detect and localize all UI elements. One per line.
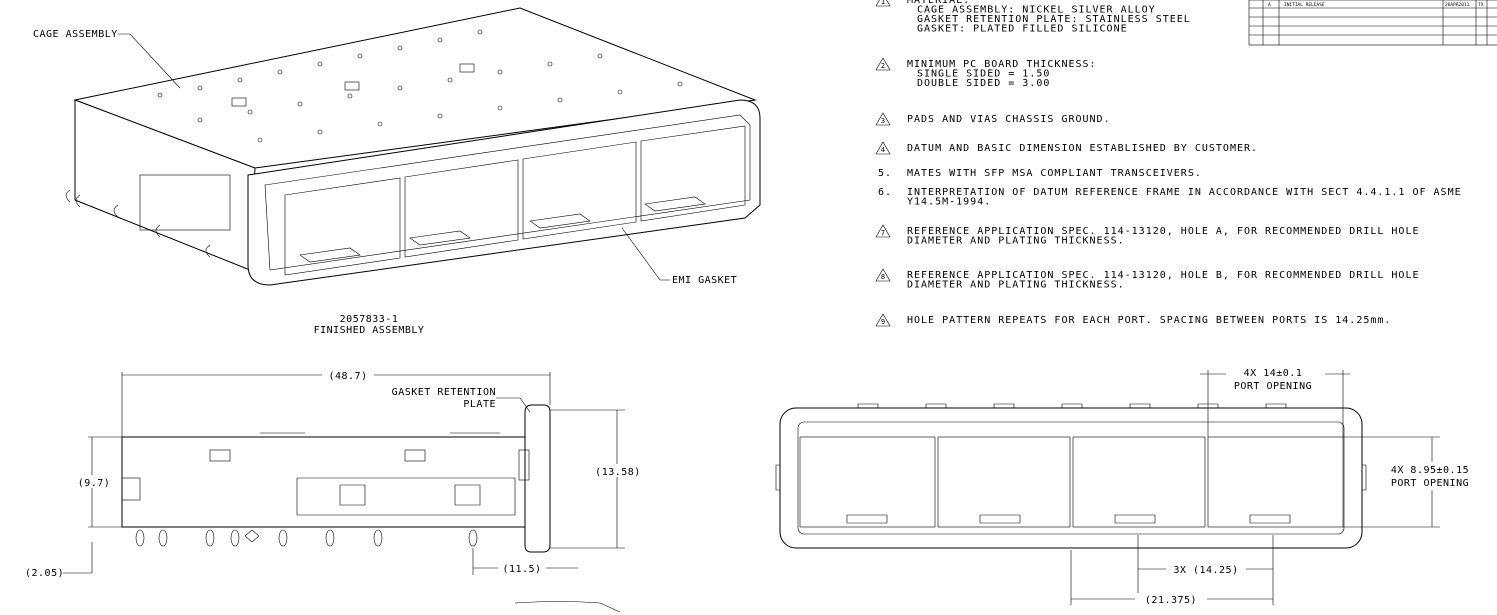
note-line: HOLE PATTERN REPEATS FOR EACH PORT. SPAC… [907, 315, 1391, 326]
note-line: PADS AND VIAS CHASSIS GROUND. [907, 114, 1111, 125]
cage-assembly-callout: CAGE ASSEMBLY [33, 29, 118, 40]
dim-spacing: 3X (14.25) [1173, 565, 1238, 576]
dim-center: (21.375) [1145, 595, 1197, 606]
side-gasket-plate [524, 404, 551, 553]
side-pins [135, 529, 478, 547]
note-line: DIAMETER AND PLATING THICKNESS. [907, 236, 1125, 247]
revision-letter: A [1268, 2, 1271, 8]
partial-view-edge [514, 601, 621, 613]
note-item: 4 DATUM AND BASIC DIMENSION ESTABLISHED B… [875, 141, 1258, 155]
pin-dim-leader [63, 542, 93, 574]
port-opening-1 [799, 436, 936, 528]
cage-front-face [247, 99, 761, 286]
part-number-label: 2057833-1 [340, 314, 399, 325]
note-number: 9 [881, 318, 885, 326]
note-item: 8 REFERENCE APPLICATION SPEC. 114-13120, … [875, 268, 1420, 291]
note-number: 1 [881, 0, 885, 6]
port-width-label: PORT OPENING [1234, 381, 1312, 392]
note-line: DIAMETER AND PLATING THICKNESS. [907, 280, 1125, 291]
isometric-view: CAGE ASSEMBLY EMI GASKET 2057833-1 FINIS… [33, 7, 761, 336]
side-view: (48.7) (9.7) (13.58) (2.05) (11.5) GASKE… [25, 368, 644, 613]
revision-initials: TX [1478, 2, 1484, 8]
note-line: DOUBLE SIDED = 3.00 [917, 78, 1050, 89]
dim-total-height: (13.58) [595, 467, 641, 478]
note-line: MATERIAL: [907, 0, 970, 6]
note-line: MINIMUM PC BOARD THICKNESS: [907, 59, 1097, 70]
note-number: 6. [878, 187, 892, 198]
note-line: GASKET RETENTION PLATE: STAINLESS STEEL [917, 14, 1191, 25]
note-line: CAGE ASSEMBLY: NICKEL SILVER ALLOY [917, 5, 1156, 16]
dim-pin: (2.05) [25, 568, 64, 579]
revision-date: 26APR2011 [1445, 2, 1470, 8]
emi-gasket-inner [264, 114, 751, 271]
dim-height: (9.7) [78, 478, 111, 489]
port-opening-2 [937, 436, 1071, 528]
revision-delta-icon [875, 112, 891, 126]
revision-delta-icon [875, 313, 891, 327]
note-number: 3 [881, 117, 885, 125]
dim-length: (48.7) [328, 371, 367, 382]
note-line: MATES WITH SFP MSA COMPLIANT TRANSCEIVER… [907, 168, 1202, 179]
view-caption: FINISHED ASSEMBLY [314, 325, 425, 336]
front-frame-inner [797, 421, 1345, 535]
note-line: INTERPRETATION OF DATUM REFERENCE FRAME … [907, 187, 1462, 198]
revision-delta-icon [875, 141, 891, 155]
revision-delta-icon [875, 57, 891, 71]
note-item: 2 MINIMUM PC BOARD THICKNESS:SINGLE SIDED… [875, 57, 1097, 89]
dim-rear: (11.5) [502, 564, 541, 575]
note-item: 7 REFERENCE APPLICATION SPEC. 114-13120, … [875, 224, 1420, 247]
cage-assembly-leader [118, 33, 181, 89]
plate-callout-line1: GASKET RETENTION [392, 387, 496, 398]
iso-vent-holes [157, 29, 683, 143]
notes-list: 1 MATERIAL:CAGE ASSEMBLY: NICKEL SILVER A… [875, 0, 1462, 327]
emi-gasket-callout: EMI GASKET [672, 275, 737, 286]
note-number: 2 [881, 62, 885, 70]
port-opening-4 [1207, 436, 1344, 528]
front-view: 4X 14±0.1 PORT OPENING 4X 8.95±0.15 PORT… [775, 368, 1480, 606]
note-line: REFERENCE APPLICATION SPEC. 114-13120, H… [907, 226, 1420, 237]
revision-description: INITIAL RELEASE [1284, 2, 1325, 8]
revision-delta-icon [875, 224, 891, 238]
plate-leader [496, 397, 531, 413]
dim-port-height: 4X 8.95±0.15 [1391, 465, 1469, 476]
port-opening-3 [1072, 436, 1206, 528]
note-line: SINGLE SIDED = 1.50 [917, 69, 1050, 80]
side-cage-outline [121, 436, 533, 528]
note-line: REFERENCE APPLICATION SPEC. 114-13120, H… [907, 270, 1420, 281]
revision-delta-icon [875, 0, 891, 7]
port-height-label: PORT OPENING [1391, 478, 1469, 489]
note-number: 8 [881, 273, 885, 281]
iso-pins [65, 174, 231, 258]
note-item: 3 PADS AND VIAS CHASSIS GROUND. [875, 112, 1111, 126]
note-item: 5. MATES WITH SFP MSA COMPLIANT TRANSCEIV… [878, 168, 1202, 179]
note-item: 9 HOLE PATTERN REPEATS FOR EACH PORT. SPA… [875, 313, 1391, 327]
revision-delta-icon [875, 268, 891, 282]
note-number: 5. [878, 168, 892, 179]
emi-gasket-leader [621, 227, 670, 281]
note-item: 1 MATERIAL:CAGE ASSEMBLY: NICKEL SILVER A… [875, 0, 1191, 35]
note-item: 6. INTERPRETATION OF DATUM REFERENCE FRAM… [878, 187, 1462, 208]
note-number: 4 [881, 146, 885, 154]
plate-callout-line2: PLATE [463, 399, 496, 410]
revision-table: A INITIAL RELEASE 26APR2011 TX [1248, 0, 1497, 46]
front-frame-outer [779, 407, 1363, 549]
note-number: 7 [881, 229, 885, 237]
note-line: DATUM AND BASIC DIMENSION ESTABLISHED BY… [907, 143, 1258, 154]
dim-port-width: 4X 14±0.1 [1244, 368, 1303, 379]
note-line: GASKET: PLATED FILLED SILICONE [917, 24, 1128, 35]
iso-ports [284, 125, 746, 276]
note-line: Y14.5M-1994. [907, 197, 991, 208]
